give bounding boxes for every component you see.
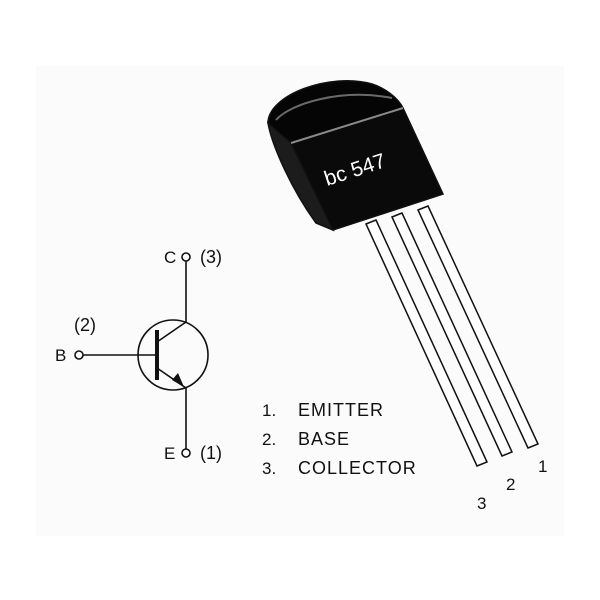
pinout-number-2: 2. [262,430,276,449]
pinout-number-1: 1. [262,401,276,420]
emitter-letter: E [164,444,175,463]
collector-diagonal [156,321,187,343]
package-top [267,80,405,144]
collector-letter: C [164,248,176,267]
collector-terminal [181,252,191,262]
lead-3 [364,219,489,467]
base-pin-label: (2) [74,315,96,335]
lead-number-2: 2 [506,475,515,494]
pinout-list: 1. EMITTER 2. BASE 3. COLLECTOR [262,400,417,478]
lead-number-3: 3 [477,494,486,513]
package-edge-highlight [290,107,404,144]
emitter-arrow-icon [172,373,184,387]
to92-package: bc 547 [266,80,540,467]
emitter-terminal [181,448,191,458]
npn-transistor-symbol [74,252,209,458]
emitter-pin-label: (1) [200,443,222,463]
pinout-name-1: EMITTER [298,400,384,420]
base-letter: B [55,346,66,365]
package-leads [364,205,540,467]
collector-pin-label: (3) [200,247,222,267]
pinout-number-3: 3. [262,459,276,478]
package-rounded-side [266,121,335,232]
package-highlight [275,93,393,121]
pinout-name-2: BASE [298,429,350,449]
pinout-name-3: COLLECTOR [298,458,417,478]
lead-number-1: 1 [538,457,547,476]
base-terminal [74,350,84,360]
lead-1 [416,205,540,449]
lead-2 [390,212,514,457]
